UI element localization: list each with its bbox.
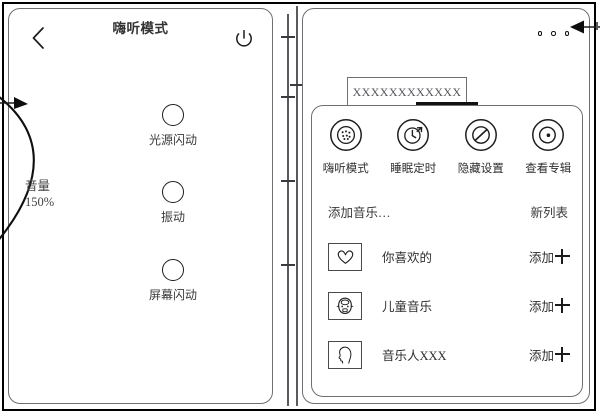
list-item[interactable]: 儿童音乐 添加 <box>328 281 570 330</box>
leader-line-left <box>287 14 289 406</box>
person-head-thumb-icon <box>328 340 362 369</box>
plus-icon[interactable] <box>555 347 570 362</box>
quick-action-label: 嗨听模式 <box>322 163 369 175</box>
leader-tick <box>290 84 302 86</box>
add-action[interactable]: 添加 <box>529 345 570 364</box>
album-disc-icon <box>532 119 565 151</box>
list-item-name: 儿童音乐 <box>382 300 433 314</box>
toggle-screen-flash[interactable]: 屏幕闪动 <box>127 259 219 303</box>
leader-arrow-icon <box>0 97 28 109</box>
toggle-label: 屏幕闪动 <box>148 288 197 302</box>
volume-label: 音量 <box>25 179 51 193</box>
three-dots-icon[interactable] <box>537 31 569 36</box>
leader-line-right <box>296 6 298 406</box>
quick-action-label: 睡眠定时 <box>390 163 437 175</box>
list-item-name: 你喜欢的 <box>382 251 433 265</box>
leader-line-top-right <box>596 22 598 30</box>
left-phone-screen: 嗨听模式 音量 150% 光源闪动 振动 <box>0 8 273 404</box>
toggle-label: 光源闪动 <box>148 133 197 147</box>
leader-arrow-icon <box>570 20 600 34</box>
quick-action-sleep-timer[interactable]: 睡眠定时 <box>380 118 448 176</box>
quick-action-view-album[interactable]: 查看专辑 <box>515 118 583 176</box>
toggle-light-flash[interactable]: 光源闪动 <box>127 104 219 148</box>
quick-action-hide-settings[interactable]: 隐藏设置 <box>447 118 515 176</box>
page-title: 嗨听模式 <box>112 21 169 36</box>
volume-value: 150% <box>25 194 55 209</box>
toggle-circle-icon[interactable] <box>162 259 184 281</box>
plus-icon[interactable] <box>555 249 570 264</box>
add-label: 添加 <box>528 251 554 265</box>
leader-tick <box>281 180 295 182</box>
sleep-timer-icon <box>397 119 430 151</box>
quick-action-label: 隐藏设置 <box>457 163 504 175</box>
drawing-frame <box>2 2 596 411</box>
baby-face-thumb-icon <box>328 291 362 320</box>
leader-tick <box>281 96 295 98</box>
new-list-label[interactable]: 新列表 <box>530 206 568 220</box>
dot-2 <box>551 31 556 36</box>
music-list: 你喜欢的 添加 <box>328 232 570 379</box>
add-action[interactable]: 添加 <box>529 296 570 315</box>
leader-tick <box>281 36 295 38</box>
list-item[interactable]: 音乐人XXX 添加 <box>328 330 570 379</box>
toggle-vibration[interactable]: 振动 <box>141 181 205 225</box>
toggle-circle-icon[interactable] <box>162 104 184 126</box>
dot-1 <box>537 31 542 36</box>
add-music-row: 添加音乐… 新列表 <box>328 202 568 221</box>
hide-settings-slash-icon <box>464 119 497 151</box>
volume-readout: 音量 150% <box>25 179 95 210</box>
power-icon[interactable] <box>234 29 254 49</box>
add-action[interactable]: 添加 <box>529 247 570 266</box>
dot-3 <box>564 31 569 36</box>
plus-icon[interactable] <box>555 298 570 313</box>
right-phone-screen: XXXXXXXXXXXX 嗨听模式 <box>302 8 590 404</box>
title-box-text: XXXXXXXXXXXX <box>352 84 462 99</box>
bottom-sheet: 嗨听模式 睡眠定时 <box>311 102 583 397</box>
quick-actions-row: 嗨听模式 睡眠定时 <box>312 118 582 176</box>
add-music-label[interactable]: 添加音乐… <box>328 206 391 220</box>
heart-thumb-icon <box>328 242 362 271</box>
chevron-left-icon[interactable] <box>31 27 45 49</box>
title-box: XXXXXXXXXXXX <box>347 77 467 107</box>
left-header: 嗨听模式 <box>9 9 272 55</box>
sheet-grabber-handle[interactable] <box>416 102 478 106</box>
add-label: 添加 <box>528 349 554 363</box>
list-item-name: 音乐人XXX <box>382 349 447 363</box>
list-item[interactable]: 你喜欢的 添加 <box>328 232 570 281</box>
add-label: 添加 <box>528 300 554 314</box>
quick-action-label: 查看专辑 <box>525 163 572 175</box>
volume-arc-slider[interactable] <box>0 61 121 301</box>
quick-action-hi-listen[interactable]: 嗨听模式 <box>312 118 380 176</box>
leader-tick <box>281 264 295 266</box>
toggle-label: 振动 <box>160 210 185 224</box>
toggle-circle-icon[interactable] <box>162 181 184 203</box>
speaker-dots-circle-icon <box>329 119 362 151</box>
